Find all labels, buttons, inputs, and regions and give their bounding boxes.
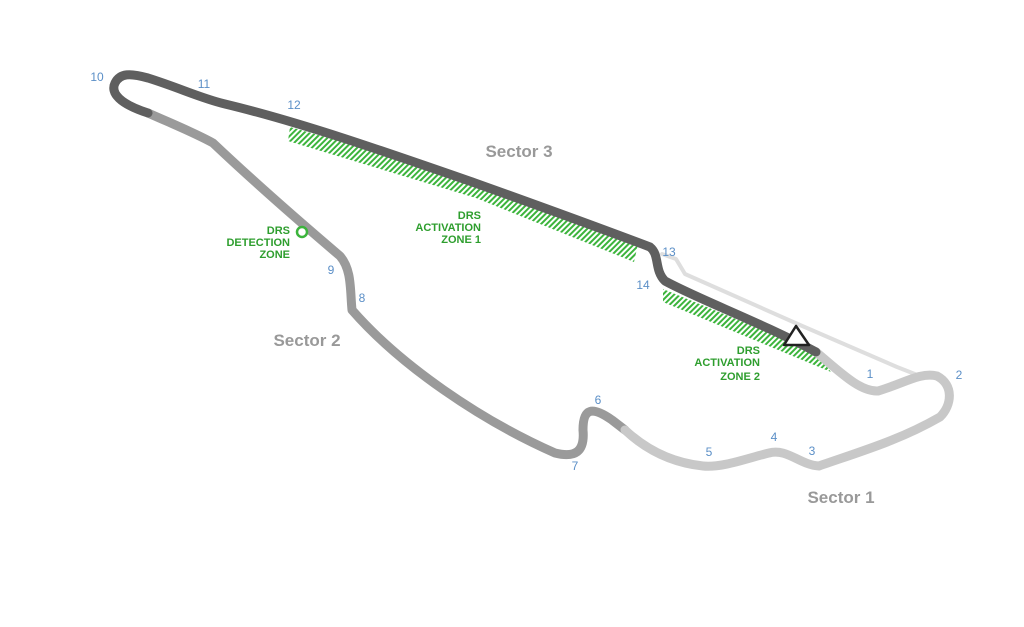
drs-activation-zone-2-label: DRS ACTIVATION ZONE 2 xyxy=(694,345,760,383)
corner-1: 1 xyxy=(867,367,874,381)
corner-14: 14 xyxy=(636,278,650,292)
corner-3: 3 xyxy=(809,444,816,458)
svg-text:DRS: DRS xyxy=(737,345,760,357)
corner-4: 4 xyxy=(771,430,778,444)
sector-2-track xyxy=(143,108,630,460)
corner-11: 11 xyxy=(198,77,211,91)
pit-lane xyxy=(660,252,922,378)
drs-activation-zone-1-label: DRS ACTIVATION ZONE 1 xyxy=(415,210,481,246)
svg-text:ACTIVATION: ACTIVATION xyxy=(694,357,760,369)
sector-1-track xyxy=(620,347,954,471)
corner-8: 8 xyxy=(359,291,366,305)
corner-9: 9 xyxy=(328,263,335,277)
corner-10: 10 xyxy=(90,70,104,84)
drs-activation-zone-2-area xyxy=(663,289,831,372)
svg-text:ZONE 1: ZONE 1 xyxy=(441,234,481,246)
sector-3-track xyxy=(109,70,821,357)
drs-detection-zone-label: DRS DETECTION ZONE xyxy=(226,225,290,261)
svg-text:DRS: DRS xyxy=(267,225,290,237)
corner-13: 13 xyxy=(662,245,676,259)
sector-3-label: Sector 3 xyxy=(485,142,552,161)
sector-2-label: Sector 2 xyxy=(273,331,340,350)
circle-marker-icon xyxy=(295,225,309,239)
svg-text:ZONE 2: ZONE 2 xyxy=(720,371,760,383)
sector-1-label: Sector 1 xyxy=(807,488,874,507)
corner-2: 2 xyxy=(956,368,963,382)
drs-activation-zone-1-area xyxy=(288,127,638,262)
corner-7: 7 xyxy=(572,459,579,473)
corner-5: 5 xyxy=(706,445,713,459)
svg-text:ACTIVATION: ACTIVATION xyxy=(415,222,481,234)
svg-text:ZONE: ZONE xyxy=(259,249,290,261)
triangle-icon xyxy=(782,324,811,347)
corner-6: 6 xyxy=(595,393,602,407)
svg-text:DETECTION: DETECTION xyxy=(226,237,290,249)
svg-text:DRS: DRS xyxy=(458,210,481,222)
corner-numbers: 1 2 3 4 5 6 7 8 9 10 11 12 13 14 xyxy=(90,70,962,473)
corner-12: 12 xyxy=(287,98,301,112)
